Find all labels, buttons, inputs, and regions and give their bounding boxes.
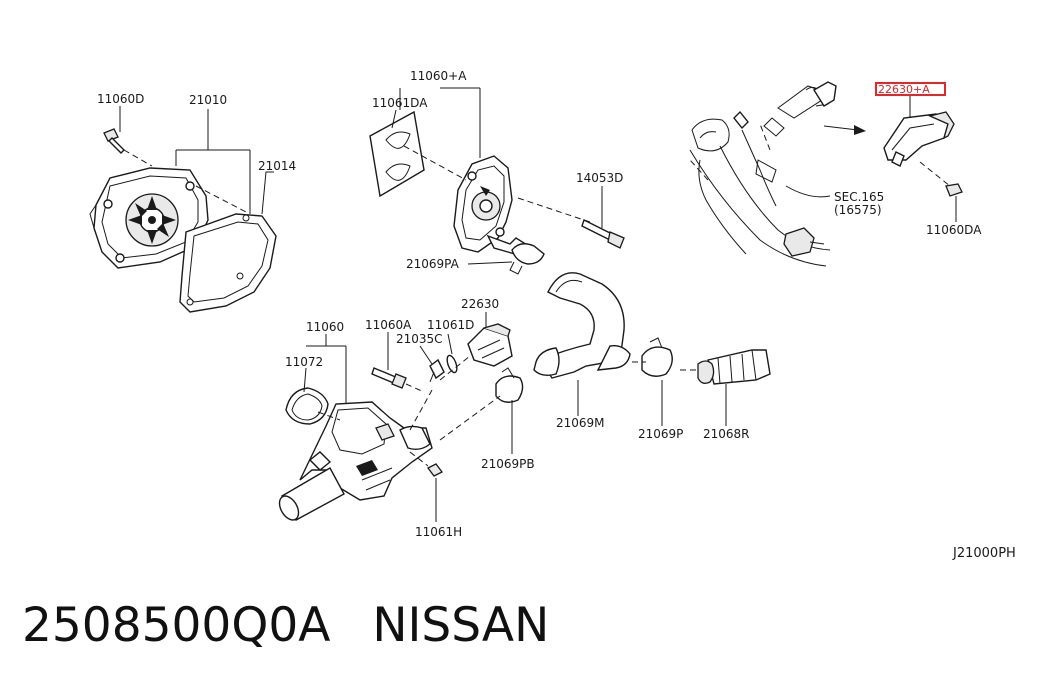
hose-clamp-21069PB[interactable]	[439, 367, 524, 454]
label-22630-plus-A[interactable]: 22630+A	[878, 83, 930, 96]
label-21010[interactable]: 21010	[189, 93, 227, 107]
label-11060A[interactable]: 11060A	[365, 318, 412, 332]
gasket[interactable]	[179, 213, 277, 313]
label-11060DA[interactable]: 11060DA	[926, 223, 982, 237]
gasket-11072[interactable]	[285, 387, 329, 425]
part-number: 2508500Q0A	[22, 598, 331, 653]
gasket-11061DA[interactable]	[369, 110, 425, 198]
engine-block-section	[689, 81, 837, 267]
label-21035C[interactable]: 21035C	[396, 332, 443, 346]
diagram-code: J21000PH	[952, 546, 1016, 561]
label-11072[interactable]: 11072	[285, 355, 323, 369]
water-hose-21069M[interactable]	[533, 272, 631, 379]
bolt-11060DA[interactable]	[919, 161, 963, 222]
brand-name: NISSAN	[372, 598, 550, 653]
label-22630[interactable]: 22630	[461, 297, 499, 311]
diagram-canvas: 11060D 21010 21014 11060+A 11061DA 14053…	[89, 69, 1016, 561]
label-16575[interactable]: (16575)	[834, 203, 882, 217]
sensor-22630A[interactable]	[883, 96, 955, 167]
stud-11061H[interactable]	[409, 451, 443, 522]
bolt-icon[interactable]	[103, 128, 153, 167]
temperature-sensor-22630[interactable]	[467, 312, 513, 367]
hose-clamp-21069P[interactable]	[632, 337, 673, 377]
bolt-11060A[interactable]	[371, 332, 425, 393]
part-caption: 2508500Q0A NISSAN	[22, 598, 549, 653]
label-14053D[interactable]: 14053D	[576, 171, 623, 185]
thermostat-housing[interactable]	[453, 155, 533, 259]
water-pump[interactable]	[89, 167, 209, 269]
highlight-box	[875, 82, 946, 96]
label-sec-165[interactable]: SEC.165	[834, 190, 884, 204]
label-21069PB[interactable]: 21069PB	[481, 457, 535, 471]
label-21068R[interactable]: 21068R	[703, 427, 750, 441]
label-11060D[interactable]: 11060D	[97, 92, 144, 106]
water-pipe-21068R[interactable]	[680, 349, 771, 385]
label-11060[interactable]: 11060	[306, 320, 344, 334]
clip-21035C[interactable]	[419, 345, 445, 383]
label-11060A-plus[interactable]: 11060+A	[410, 69, 467, 83]
label-21069P[interactable]: 21069P	[638, 427, 683, 441]
label-11061D[interactable]: 11061D	[427, 318, 474, 332]
o-ring-11061D[interactable]	[445, 333, 459, 374]
label-21014[interactable]: 21014	[258, 159, 296, 173]
arrow-icon	[823, 125, 866, 135]
label-21069M[interactable]: 21069M	[556, 416, 605, 430]
label-11061H[interactable]: 11061H	[415, 525, 462, 539]
label-21069PA[interactable]: 21069PA	[406, 257, 460, 271]
water-outlet-11060[interactable]	[276, 401, 433, 523]
hose-clamp-21069PA[interactable]	[509, 243, 545, 275]
bolt-14053D[interactable]	[581, 186, 625, 249]
label-11061DA[interactable]: 11061DA	[372, 96, 428, 110]
